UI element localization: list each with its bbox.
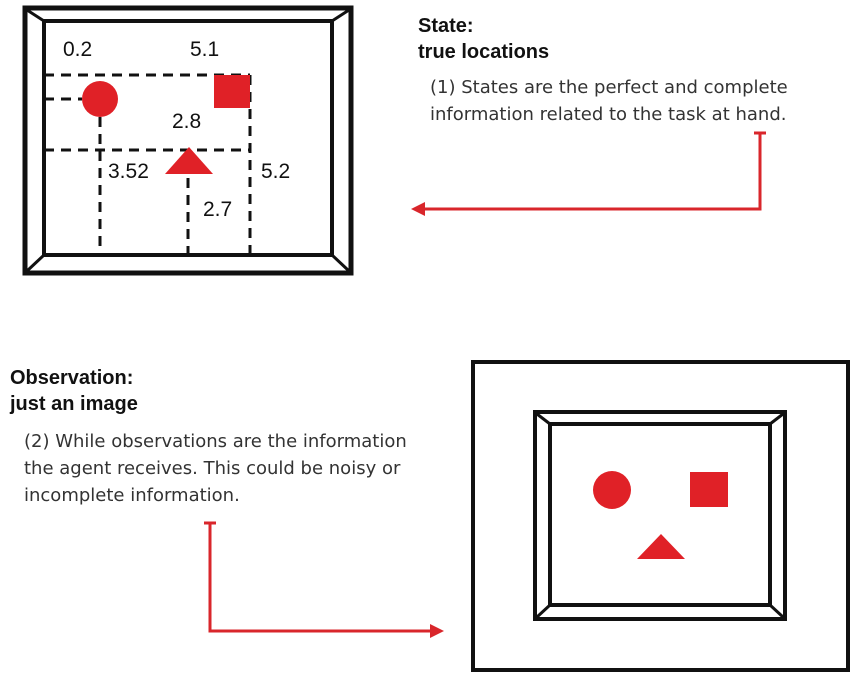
measure-label-2-7: 2.7 — [203, 198, 233, 221]
state-arrow-head — [411, 202, 425, 216]
state-measure-lines — [44, 73, 252, 255]
observation-red-circle — [593, 471, 631, 509]
state-note-line: information related to the task at hand. — [430, 104, 787, 125]
state-frame-bevel-br — [330, 253, 351, 273]
state-frame-outer — [22, 5, 354, 276]
observation-frame-outer — [533, 410, 787, 621]
obs-bevel-tl — [536, 412, 551, 426]
measure-label-2-8: 2.8 — [172, 110, 202, 133]
state-heading-line1: State: — [418, 15, 474, 37]
state-red-circle — [82, 81, 118, 117]
state-frame-bevel-tl — [26, 8, 45, 23]
state-frame-bevel-bl — [25, 253, 46, 273]
measure-label-3-52: 3.52 — [108, 160, 149, 183]
observation-red-triangle — [637, 534, 685, 559]
observation-outer-box — [471, 360, 850, 672]
measure-label-0-2: 0.2 — [63, 38, 93, 61]
observation-frame — [471, 360, 850, 672]
state-heading: State: true locations — [418, 13, 549, 65]
obs-bevel-bl — [535, 603, 552, 619]
state-heading-line2: true locations — [418, 41, 550, 63]
measure-label-5-1: 5.1 — [190, 38, 220, 61]
observation-red-square — [690, 472, 728, 507]
state-note-line: (1) States are the perfect and complete — [430, 77, 788, 98]
state-red-square — [214, 75, 250, 108]
observation-note-line: (2) While observations are the informati… — [24, 431, 407, 452]
observation-arrow-path — [208, 523, 432, 633]
observation-heading-line1: Observation: — [10, 367, 134, 389]
observation-heading: Observation: just an image — [10, 365, 138, 417]
observation-arrow-head — [430, 624, 444, 638]
observation-frame-inner — [548, 422, 772, 607]
observation-heading-line2: just an image — [10, 393, 138, 415]
obs-bevel-tr — [769, 412, 784, 426]
observation-note-line: incomplete information. — [24, 485, 240, 506]
measure-label-5-2: 5.2 — [261, 160, 291, 183]
state-note: (1) States are the perfect and complete … — [430, 74, 788, 128]
state-arrow-path — [422, 133, 762, 211]
obs-bevel-br — [768, 603, 785, 619]
state-connector-arrow — [411, 131, 766, 216]
observation-note: (2) While observations are the informati… — [24, 428, 407, 509]
observation-connector-arrow — [204, 521, 444, 638]
state-frame-bevel-tr — [331, 8, 350, 23]
observation-note-line: the agent receives. This could be noisy … — [24, 458, 401, 479]
state-red-triangle — [165, 147, 213, 174]
